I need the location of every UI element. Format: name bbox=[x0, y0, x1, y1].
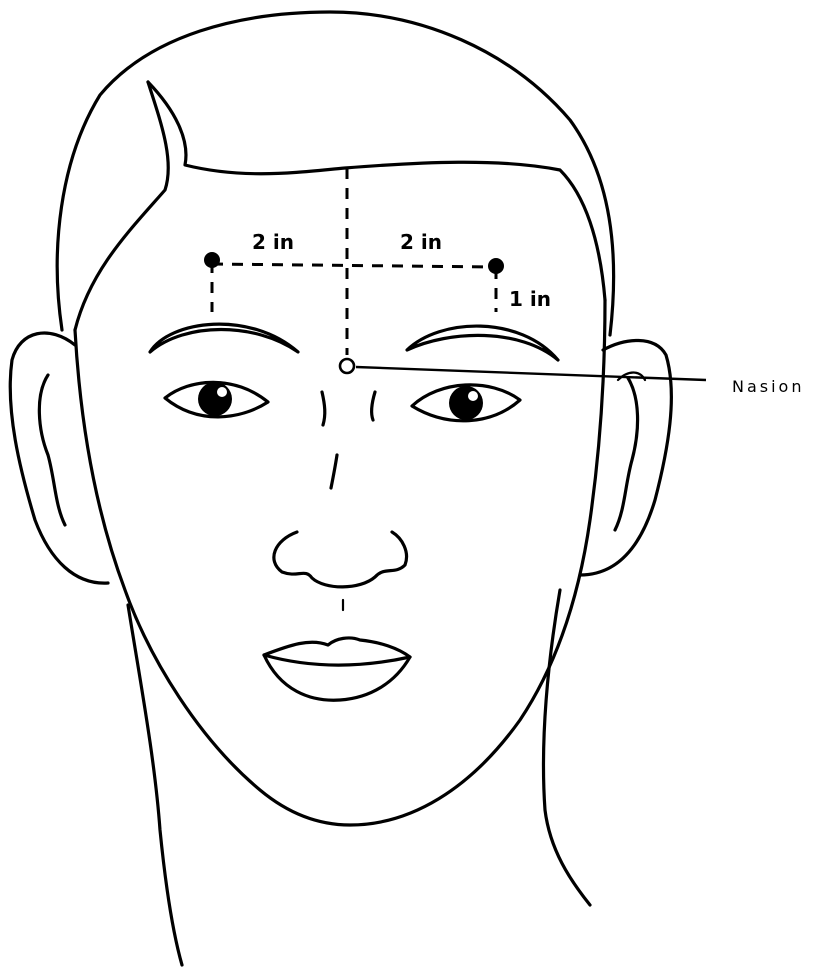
right-electrode-point bbox=[488, 258, 504, 274]
nose-base bbox=[274, 532, 407, 587]
label-right-spacing: 2 in bbox=[400, 230, 442, 254]
nose-bridge-right bbox=[372, 392, 375, 420]
right-eyebrow bbox=[407, 326, 558, 360]
left-pupil-highlight bbox=[217, 387, 227, 397]
left-electrode-point bbox=[204, 252, 220, 268]
right-pupil-highlight bbox=[468, 391, 478, 401]
label-left-spacing: 2 in bbox=[252, 230, 294, 254]
hairline bbox=[148, 82, 605, 300]
face-outline bbox=[75, 300, 605, 825]
nasion-point bbox=[340, 359, 354, 373]
left-ear bbox=[10, 333, 108, 583]
horizontal-dashed bbox=[212, 264, 496, 267]
hair-part bbox=[75, 82, 168, 330]
nasion-leader-line bbox=[356, 367, 706, 380]
left-pupil bbox=[198, 382, 232, 416]
left-ear-inner bbox=[39, 375, 65, 525]
neck-right bbox=[543, 590, 590, 905]
upper-lip bbox=[264, 638, 410, 665]
nose-center bbox=[331, 455, 337, 488]
right-ear-inner bbox=[615, 378, 638, 530]
label-nasion: Nasion bbox=[732, 377, 804, 396]
left-eyebrow bbox=[150, 324, 298, 352]
right-pupil bbox=[449, 386, 483, 420]
nose-bridge-left bbox=[322, 392, 325, 425]
label-vertical-offset: 1 in bbox=[509, 287, 551, 311]
